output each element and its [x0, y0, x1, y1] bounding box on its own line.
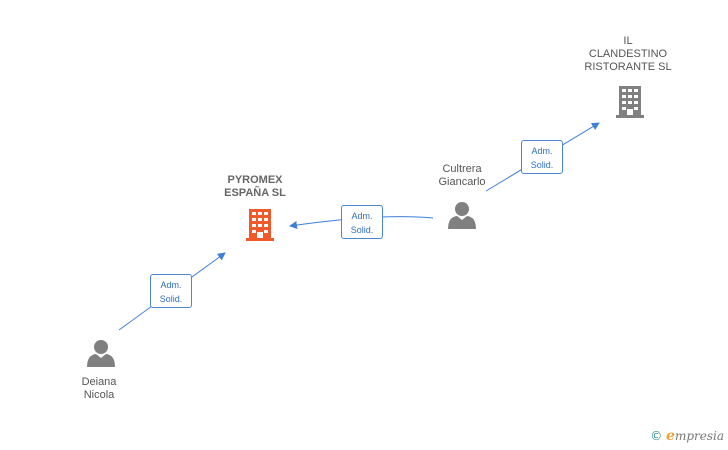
edge-label-deiana-pyromex[interactable]: Adm. Solid.	[150, 274, 192, 308]
person-icon[interactable]	[448, 202, 476, 229]
node-label-deiana[interactable]: Deiana Nicola	[81, 376, 117, 401]
brand-name: mpresia	[674, 429, 724, 443]
node-label-pyromex[interactable]: PYROMEX ESPAÑA SL	[224, 174, 286, 199]
building-icon[interactable]	[615, 84, 645, 119]
brand-initial: e	[666, 428, 675, 444]
empresia-watermark: © empresia	[650, 428, 724, 444]
person-icon[interactable]	[87, 340, 115, 367]
node-label-cultrera[interactable]: Cultrera Giancarlo	[438, 163, 486, 188]
edge-label-cultrera-il-clandestino[interactable]: Adm. Solid.	[521, 140, 563, 174]
copyright-icon: ©	[650, 429, 663, 443]
building-icon[interactable]	[246, 209, 274, 241]
node-label-il-clandestino[interactable]: IL CLANDESTINO RISTORANTE SL	[584, 35, 672, 73]
edge-label-cultrera-pyromex[interactable]: Adm. Solid.	[341, 205, 383, 239]
